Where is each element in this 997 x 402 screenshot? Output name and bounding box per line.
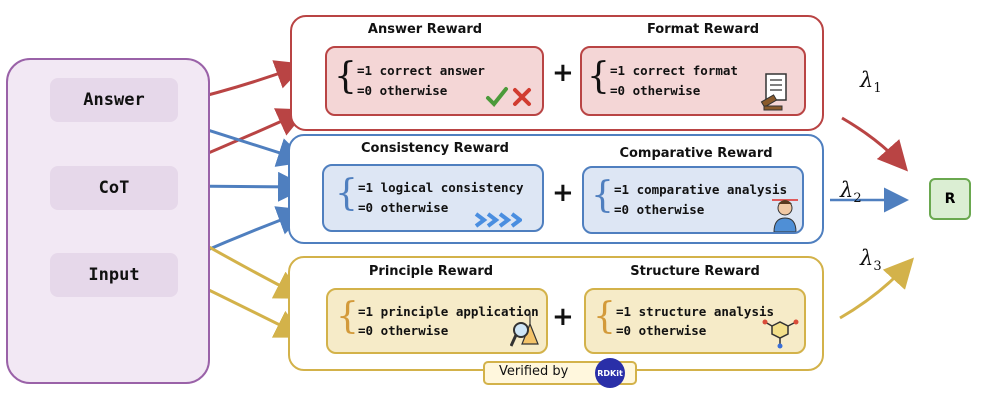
consistency-reward-line2: =0 otherwise	[358, 200, 449, 215]
answer-node: Answer	[50, 78, 178, 122]
format-reward-line1: =1 correct format	[610, 63, 738, 78]
plus-sign-answer-format: +	[552, 58, 574, 88]
brace-icon: {	[587, 56, 610, 97]
cross-icon	[513, 88, 531, 106]
verified-by-label: Verified by	[499, 364, 569, 379]
verified-by-badge: Verified by RDKit	[483, 358, 637, 388]
plus-sign-principle-structure: +	[552, 302, 574, 332]
structure-reward-title: Structure Reward	[630, 264, 760, 279]
answer-reward-line2: =0 otherwise	[357, 83, 448, 98]
lambda-1: λ1	[860, 68, 882, 97]
magnifier-flask-icon	[510, 312, 539, 347]
answer-reward-title: Answer Reward	[367, 22, 483, 37]
chevron-arrows-icon	[474, 212, 522, 228]
principle-reward-line2: =0 otherwise	[358, 323, 449, 338]
input-chain-panel: Answer CoT Input	[6, 58, 210, 384]
brace-icon: {	[336, 296, 359, 337]
consistency-reward-line1: =1 logical consistency	[358, 180, 524, 195]
consistency-reward-card: { =1 logical consistency =0 otherwise	[322, 164, 544, 232]
rdkit-logo: RDKit	[595, 358, 625, 388]
comparative-reward-card: { =1 comparative analysis =0 otherwise	[582, 166, 804, 234]
cot-node: CoT	[50, 166, 178, 210]
structure-reward-line1: =1 structure analysis	[616, 304, 775, 319]
comparative-reward-title: Comparative Reward	[619, 146, 773, 161]
plus-sign-consistency-comparative: +	[552, 178, 574, 208]
structure-reward-card: { =1 structure analysis =0 otherwise	[584, 288, 806, 354]
comparative-reward-line1: =1 comparative analysis	[614, 182, 788, 197]
comparative-reward-line2: =0 otherwise	[614, 202, 705, 217]
principle-reward-card: { =1 principle application =0 otherwise	[326, 288, 548, 354]
input-node: Input	[50, 253, 178, 297]
person-icon	[772, 199, 798, 232]
principle-reward-line1: =1 principle application	[358, 304, 539, 319]
brace-icon: {	[593, 296, 616, 337]
principle-reward-title: Principle Reward	[368, 264, 494, 279]
brace-icon: {	[335, 173, 358, 214]
answer-reward-card: { =1 correct answer =0 otherwise	[325, 46, 544, 116]
structure-reward-line2: =0 otherwise	[616, 323, 707, 338]
format-reward-line2: =0 otherwise	[610, 83, 701, 98]
format-reward-title: Format Reward	[646, 22, 760, 37]
arrow-answer-group-to-r	[841, 116, 908, 172]
lambda-2: λ2	[840, 178, 862, 207]
lambda-3: λ3	[860, 246, 882, 275]
consistency-reward-title: Consistency Reward	[361, 141, 509, 156]
molecule-icon	[762, 319, 799, 349]
format-reward-card: { =1 correct format =0 otherwise	[580, 46, 806, 116]
total-reward-box: R	[929, 178, 971, 220]
brace-icon: {	[334, 56, 357, 97]
answer-reward-line1: =1 correct answer	[357, 63, 485, 78]
arrow-structure-group-to-r	[839, 257, 915, 320]
document-gavel-icon	[760, 73, 787, 111]
brace-icon: {	[591, 175, 614, 216]
check-icon	[486, 87, 508, 107]
